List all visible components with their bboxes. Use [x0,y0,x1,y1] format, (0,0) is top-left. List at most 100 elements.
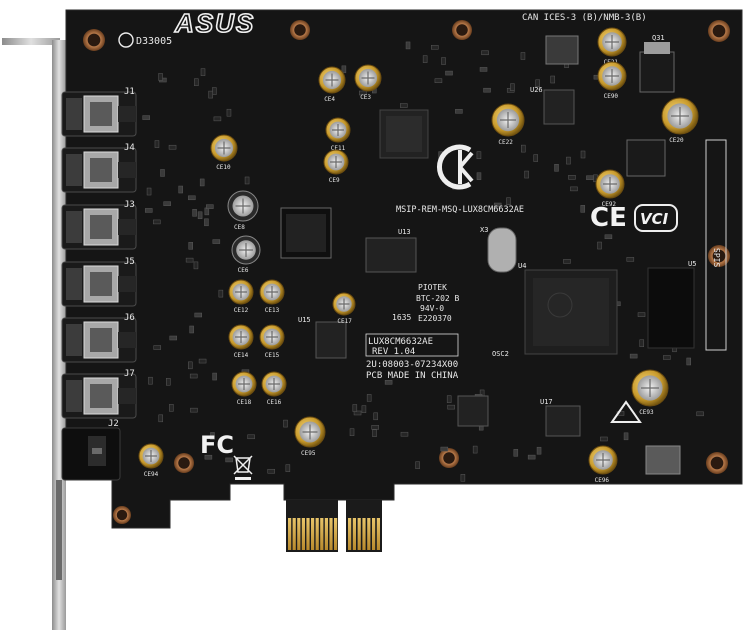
svg-text:U13: U13 [398,228,411,236]
capacitor-ce15: CE15 [259,324,285,359]
capacitor-label: CE20 [669,137,684,144]
capacitor-label: CE22 [498,139,513,146]
capacitor-label: CE14 [234,352,249,359]
osc-label: OSC2 [492,350,509,358]
chip-u4: U4 [518,262,618,355]
capacitor-label: CE96 [595,477,610,484]
svg-text:VCI: VCI [640,210,669,228]
pcie-connector [286,500,382,552]
audio-jack-j7: J7 [61,369,137,419]
capacitor-label: CE4 [324,96,335,103]
audio-jack-j1: J1 [61,87,137,137]
revision-text: REV 1.04 [372,347,415,357]
jack-label: J1 [124,87,135,97]
jack-label: J7 [124,369,135,379]
capacitor-ce94: CE94 [138,443,164,478]
capacitor-ce90: CE90 [597,61,627,100]
svg-text:U5: U5 [688,260,696,268]
capacitor-ce10: CE10 [210,134,238,171]
capacitor-label: CE92 [602,201,617,208]
piotek-line-2: BTC-202 B [416,294,460,303]
capacitor-label: CE15 [265,352,280,359]
batch-code: 1635 [392,313,411,322]
ic-chips: U4 U5 U13 U15 U17 U26 [280,34,696,475]
capacitor-ce9: CE9 [323,149,349,184]
audio-jack-j5: J5 [61,257,137,307]
fcc-mark: FC [200,431,234,459]
chip-u15: U15 [298,316,347,359]
capacitor-label: CE95 [301,450,316,457]
piotek-line-3: 94V-0 [420,304,444,313]
side-label: SPIS [712,248,721,267]
capacitor-ce4: CE4 [318,66,346,103]
capacitor-label: CE90 [604,93,619,100]
capacitor-label: CE12 [234,307,249,314]
model-text: LUX8CM6632AE [368,337,433,347]
svg-text:Q31: Q31 [652,34,665,42]
capacitor-ce16: CE16 [261,371,287,406]
piotek-line-4: E220370 [418,314,452,323]
audio-jack-j4: J4 [61,143,137,193]
silkscreen: ASUS CAN ICES-3 (B)/NMB-3(B) D33005 MSIP… [0,0,727,480]
capacitor-ce18: CE18 [231,371,257,406]
capacitor-ce22: CE22 [491,103,525,146]
svg-text:U15: U15 [298,316,311,324]
capacitor-ce13: CE13 [259,279,285,314]
kc-mark: KC [0,0,474,190]
smd-components [142,41,704,482]
capacitor-label: CE13 [265,307,280,314]
brand-logo: ASUS [174,8,255,38]
capacitor-label: CE16 [267,399,282,406]
capacitor-label: CE10 [216,164,231,171]
capacitor-label: CE93 [639,409,654,416]
chip-u5: U5 [647,260,696,349]
rcm-mark [610,400,642,423]
capacitor-ce93: CE93 [631,369,669,416]
chip-u13: U13 [365,228,417,273]
capacitor-ce95: CE95 [294,416,326,457]
crystal-x3: X3 [480,226,517,273]
capacitor-ce96: CE96 [588,445,618,484]
capacitor-ce12: CE12 [228,279,254,314]
optical-label: J2 [108,419,119,429]
made-in-text: PCB MADE IN CHINA [366,371,459,381]
capacitor-ce14: CE14 [228,324,254,359]
capacitor-ce6: CE6 [231,235,261,274]
optical-output: J2 [61,419,121,481]
capacitor-label: CE18 [237,399,252,406]
svg-text:U26: U26 [530,86,543,94]
svg-text:X3: X3 [480,226,488,234]
compliance-text: CAN ICES-3 (B)/NMB-3(B) [522,13,647,23]
capacitor-label: CE9 [329,177,340,184]
jack-label: J3 [124,200,135,210]
vcci-mark: VCI [634,204,678,232]
capacitor-label: CE11 [331,145,346,152]
mounting-holes [83,20,730,524]
capacitor-ce92: CE92 [595,169,625,208]
svg-text:U17: U17 [540,398,553,406]
chip-u26: U26 [530,86,575,125]
jack-label: J4 [124,143,135,153]
capacitor-ce20: CE20 [661,97,699,144]
capacitor-label: CE8 [234,224,245,231]
capacitor-ce3: CE3 [354,64,382,101]
part-number: 2U:08003-07234X00 [366,360,458,370]
capacitor-label: CE6 [238,267,249,274]
serial-code: D33005 [136,36,172,47]
piotek-line-1: PIOTEK [418,283,447,292]
capacitor-ce11: CE11 [325,117,351,152]
capacitor-label: CE17 [337,318,352,325]
chip-u17: U17 [540,398,581,437]
chip-q31: Q31 [639,34,675,93]
weee-icon [233,455,253,480]
capacitor-ce8: CE8 [227,190,259,231]
msip-code: MSIP-REM-MSQ-LUX8CM6632AE [396,205,524,215]
jack-label: J6 [124,313,135,323]
audio-jack-j3: J3 [61,200,137,250]
capacitor-label: CE3 [360,94,371,101]
capacitor-ce17: CE17 [332,292,356,325]
svg-text:KC: KC [0,0,2,1]
svg-text:U4: U4 [518,262,526,270]
